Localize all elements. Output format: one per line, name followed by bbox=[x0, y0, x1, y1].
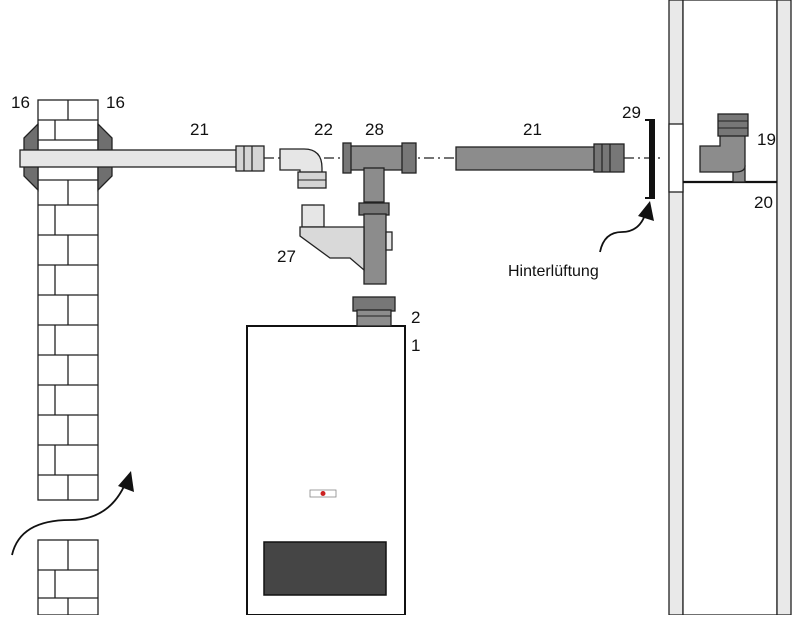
label-1-boiler: 1 bbox=[411, 336, 420, 355]
label-29-wall-plate: 29 bbox=[622, 103, 641, 122]
label-20-support: 20 bbox=[754, 193, 773, 212]
label-22-elbow: 22 bbox=[314, 120, 333, 139]
label-27-trap: 27 bbox=[277, 247, 296, 266]
boiler-unit bbox=[246, 325, 406, 616]
label-16-left: 16 bbox=[11, 93, 30, 112]
t-piece-28 bbox=[342, 142, 417, 203]
airflow-arrow-left bbox=[11, 471, 134, 556]
boiler-connector-2 bbox=[352, 296, 396, 327]
label-19-shaft-elbow: 19 bbox=[757, 130, 776, 149]
label-28-t-piece: 28 bbox=[365, 120, 384, 139]
caption-hinterlueftung: Hinterlüftung bbox=[508, 263, 599, 280]
condensate-trap-27 bbox=[299, 202, 393, 285]
label-2-connector: 2 bbox=[411, 308, 420, 327]
elbow-22 bbox=[279, 148, 327, 189]
airflow-arrow-right bbox=[599, 201, 654, 253]
label-21-left-pipe: 21 bbox=[190, 120, 209, 139]
right-shaft-wall bbox=[668, 0, 792, 616]
right-pipe-21 bbox=[455, 143, 625, 173]
left-pipe-21 bbox=[19, 145, 265, 172]
label-21-right-pipe: 21 bbox=[523, 120, 542, 139]
label-16-right: 16 bbox=[106, 93, 125, 112]
wall-plate-29 bbox=[645, 119, 655, 199]
left-brick-chimney bbox=[37, 99, 99, 616]
shaft-elbow-19 bbox=[699, 113, 749, 183]
boiler-logo bbox=[309, 489, 337, 498]
